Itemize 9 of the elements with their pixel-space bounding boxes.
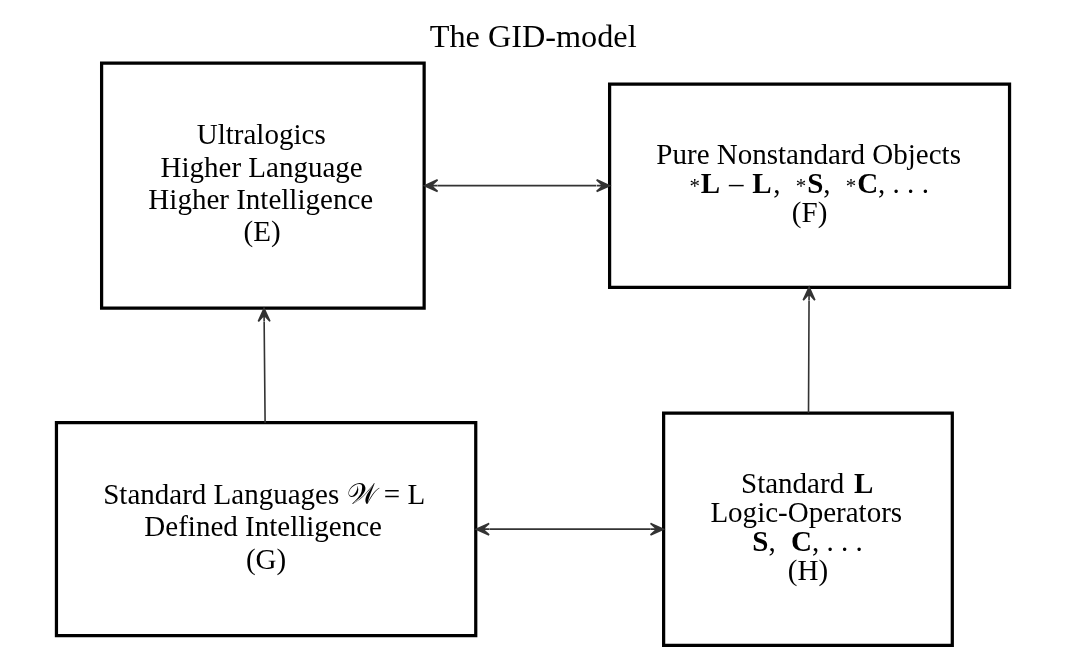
arrow [257, 307, 271, 424]
diagram-title: The GID-model [429, 17, 637, 54]
node-box: Standard Languages 𝒲 = L Defined Intelligence (G) [54, 421, 478, 638]
node-box: Pure Nonstandard Objects *L – L, *S, *C, . . . (F) [608, 82, 1012, 289]
arrow [475, 522, 665, 536]
node-box: Ultralogics Higher Language Higher Intelligence (E) [100, 61, 426, 310]
arrow [423, 179, 611, 193]
arrow [802, 286, 816, 414]
node-box: Standard L Logic-Operators S, C, . . . (H) [662, 411, 954, 647]
